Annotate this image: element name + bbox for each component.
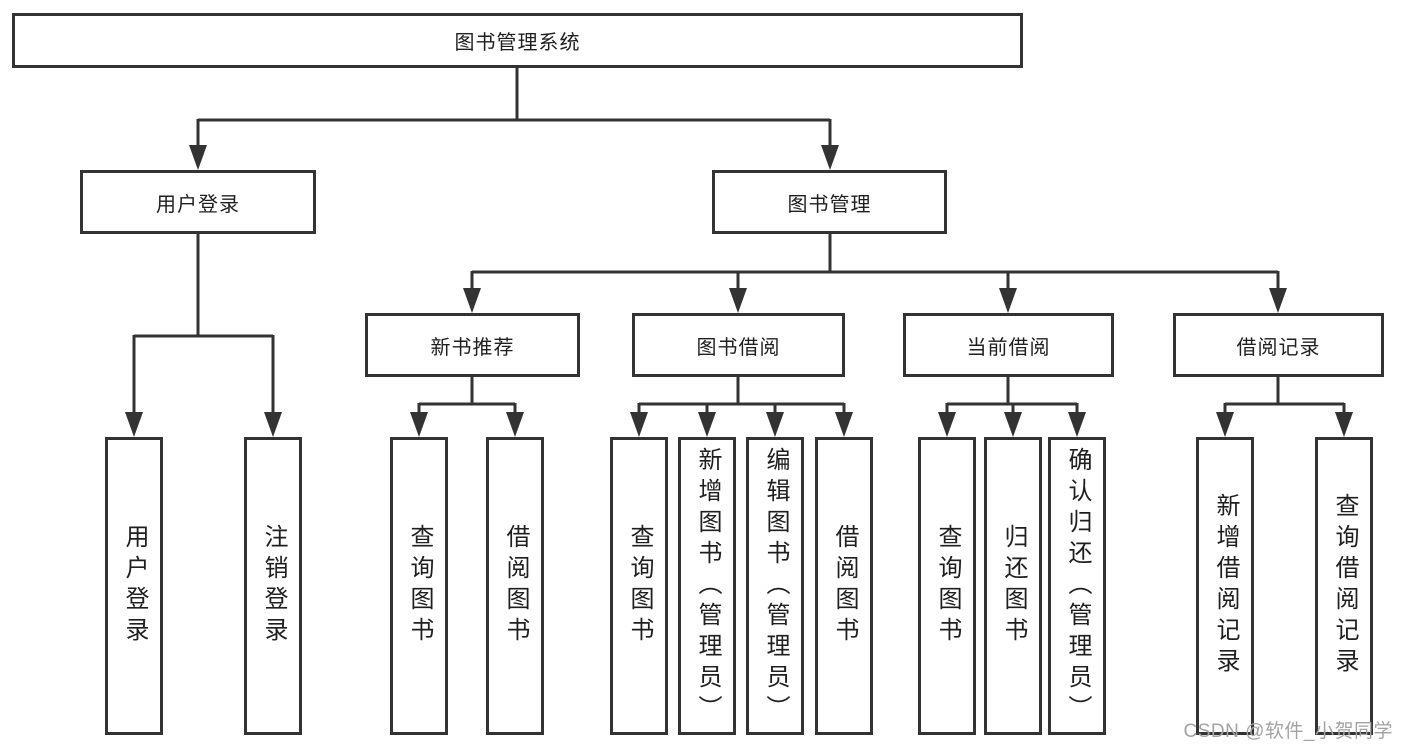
connector-book-borrow-children: [637, 377, 846, 413]
arrow-down-icon: [506, 412, 524, 437]
leaf-label: 借阅图书: [502, 524, 529, 648]
leaf-label: 借阅图书: [831, 524, 858, 648]
node-book-management: 图书管理: [712, 170, 947, 234]
leaf-label: 编辑图书（管理员）: [762, 446, 789, 726]
leaf-label: 查询借阅记录: [1331, 493, 1358, 679]
leaf-query-books-3: 查询图书: [918, 437, 976, 735]
leaf-label: 确认归还（管理员）: [1064, 446, 1091, 726]
leaf-return-books: 归还图书: [984, 437, 1042, 735]
watermark: CSDN @软件_小贺同学: [1183, 721, 1393, 742]
node-new-book-recommend: 新书推荐: [365, 313, 580, 377]
leaf-label: 查询图书: [934, 524, 961, 648]
leaf-label: 用户登录: [121, 524, 148, 648]
leaf-confirm-return-admin: 确认归还（管理员）: [1048, 437, 1106, 735]
arrow-down-icon: [410, 412, 428, 437]
node-library-system: 图书管理系统: [12, 13, 1023, 68]
arrow-down-icon: [189, 145, 207, 170]
leaf-query-borrow-record: 查询借阅记录: [1315, 437, 1373, 735]
arrow-down-icon: [1335, 412, 1353, 437]
arrow-down-icon: [125, 412, 143, 437]
leaf-label: 查询图书: [406, 524, 433, 648]
leaf-borrow-books-1: 借阅图书: [486, 437, 544, 735]
arrow-down-icon: [766, 412, 784, 437]
node-borrow-records: 借阅记录: [1173, 313, 1384, 377]
arrow-down-icon: [463, 288, 481, 313]
leaf-add-books-admin: 新增图书（管理员）: [678, 437, 736, 735]
arrow-down-icon: [938, 412, 956, 437]
arrow-down-icon: [698, 412, 716, 437]
arrow-down-icon: [1269, 288, 1287, 313]
connector-borrow-records-children: [1223, 377, 1346, 413]
arrow-down-icon: [1216, 412, 1234, 437]
arrow-down-icon: [264, 412, 282, 437]
leaf-logout: 注销登录: [244, 437, 302, 735]
leaf-label: 新增图书（管理员）: [694, 446, 721, 726]
connector-book-mgmt-children: [470, 234, 1280, 290]
connector-new-book-children: [417, 377, 517, 413]
arrow-down-icon: [821, 145, 839, 170]
connector-current-borrow-children: [945, 377, 1079, 413]
node-user-login: 用户登录: [80, 170, 316, 234]
leaf-edit-books-admin: 编辑图书（管理员）: [746, 437, 804, 735]
arrow-down-icon: [835, 412, 853, 437]
arrow-down-icon: [1004, 412, 1022, 437]
arrow-down-icon: [630, 412, 648, 437]
node-current-borrow: 当前借阅: [903, 313, 1114, 377]
leaf-borrow-books-2: 借阅图书: [815, 437, 873, 735]
leaf-label: 新增借阅记录: [1212, 493, 1239, 679]
leaf-user-login: 用户登录: [105, 437, 163, 735]
connector-user-login-children: [132, 234, 275, 413]
leaf-label: 注销登录: [260, 524, 287, 648]
leaf-add-borrow-record: 新增借阅记录: [1196, 437, 1254, 735]
leaf-label: 归还图书: [1000, 524, 1027, 648]
leaf-query-books-1: 查询图书: [390, 437, 448, 735]
arrow-down-icon: [729, 288, 747, 313]
arrow-down-icon: [999, 288, 1017, 313]
leaf-label: 查询图书: [626, 524, 653, 648]
arrow-down-icon: [1068, 412, 1086, 437]
connector-root-to-level2: [196, 68, 832, 147]
node-book-borrow: 图书借阅: [632, 313, 845, 377]
leaf-query-books-2: 查询图书: [610, 437, 668, 735]
